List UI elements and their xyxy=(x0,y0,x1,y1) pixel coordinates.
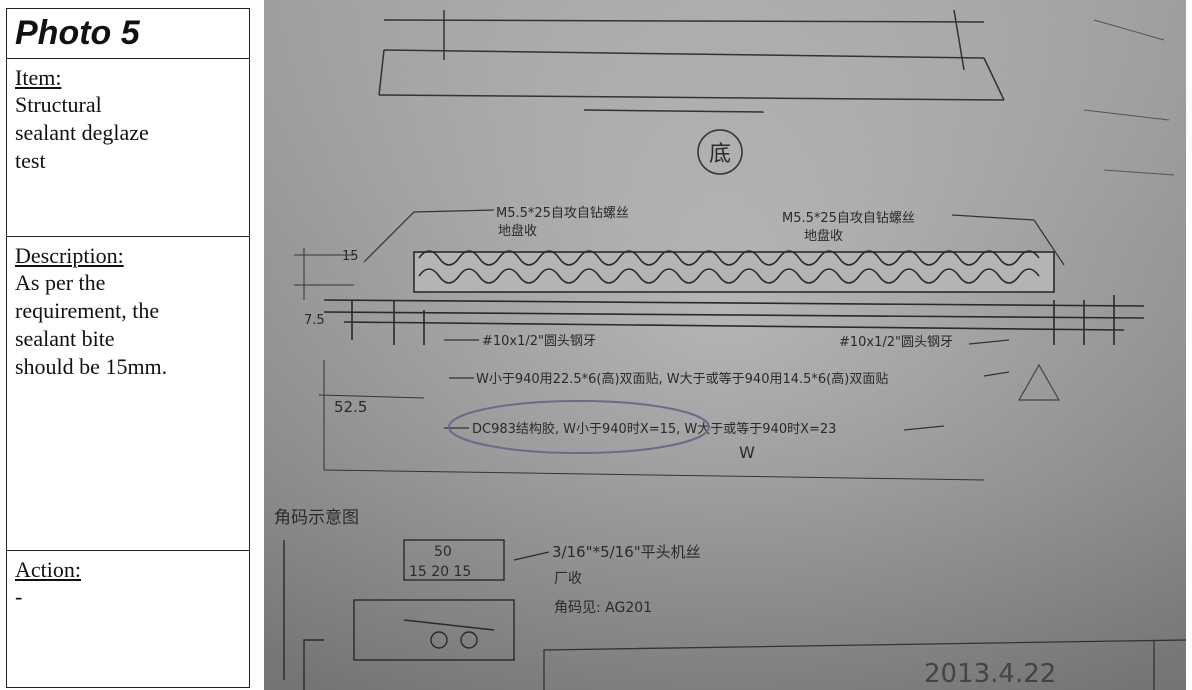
profile-section xyxy=(323,250,1145,345)
callout-tape: W小于940用22.5*6(高)双面贴, W大于或等于940用14.5*6(高)… xyxy=(476,371,888,387)
detail-dim-50: 50 xyxy=(434,544,452,560)
top-partial-drawing xyxy=(378,9,1005,113)
item-cell: Item: Structural sealant deglaze test xyxy=(7,59,249,237)
callout-bolt-left: #10x1/2"圆头钢牙 xyxy=(482,334,596,349)
callout-screw-left-sub: 地盘收 xyxy=(498,223,537,239)
sealant-highlight-circle xyxy=(448,400,710,454)
item-value: Structural sealant deglaze test xyxy=(15,92,149,173)
photo-title-cell: Photo 5 xyxy=(7,9,249,59)
drawing-svg: 底 M5.5*25自攻自钻螺丝 地盘收 M5.5*25自攻自钻螺丝 地盘收 xyxy=(264,0,1186,690)
drawing-photo: 底 M5.5*25自攻自钻螺丝 地盘收 M5.5*25自攻自钻螺丝 地盘收 xyxy=(264,0,1186,690)
dim-7-5: 7.5 xyxy=(304,313,325,328)
callout-bolt-right: #10x1/2"圆头钢牙 xyxy=(839,335,953,350)
detail-sub: 厂收 xyxy=(554,571,582,587)
description-value: As per the requirement, the sealant bite… xyxy=(15,270,168,379)
section-mark: 底 xyxy=(709,142,731,167)
detail-title: 角码示意图 xyxy=(274,508,359,528)
action-value: - xyxy=(15,584,23,609)
dim-w: W xyxy=(739,443,755,462)
footer-date: 2013.4.22 xyxy=(924,659,1056,689)
detail-screw: 3/16"*5/16"平头机丝 xyxy=(552,543,701,561)
dim-15: 15 xyxy=(342,249,359,264)
corner-bracket-detail xyxy=(283,539,550,690)
item-label: Item: xyxy=(15,65,62,90)
callout-screw-right-sub: 地盘收 xyxy=(804,228,843,244)
photo-title: Photo 5 xyxy=(15,14,140,52)
action-label: Action: xyxy=(15,557,81,582)
action-cell: Action: - xyxy=(7,551,249,687)
photo-info-table: Photo 5 Item: Structural sealant deglaze… xyxy=(6,8,250,688)
description-cell: Description: As per the requirement, the… xyxy=(7,237,249,551)
callout-screw-left: M5.5*25自攻自钻螺丝 xyxy=(496,206,629,221)
detail-ref: 角码见: AG201 xyxy=(554,600,652,616)
detail-dim-15-20-15: 15 20 15 xyxy=(409,564,471,580)
callout-sealant: DC983结构胶, W小于940时X=15, W大于或等于940时X=23 xyxy=(472,421,836,437)
description-label: Description: xyxy=(15,243,124,268)
dim-52-5: 52.5 xyxy=(334,398,367,416)
callout-screw-right: M5.5*25自攻自钻螺丝 xyxy=(782,211,915,226)
